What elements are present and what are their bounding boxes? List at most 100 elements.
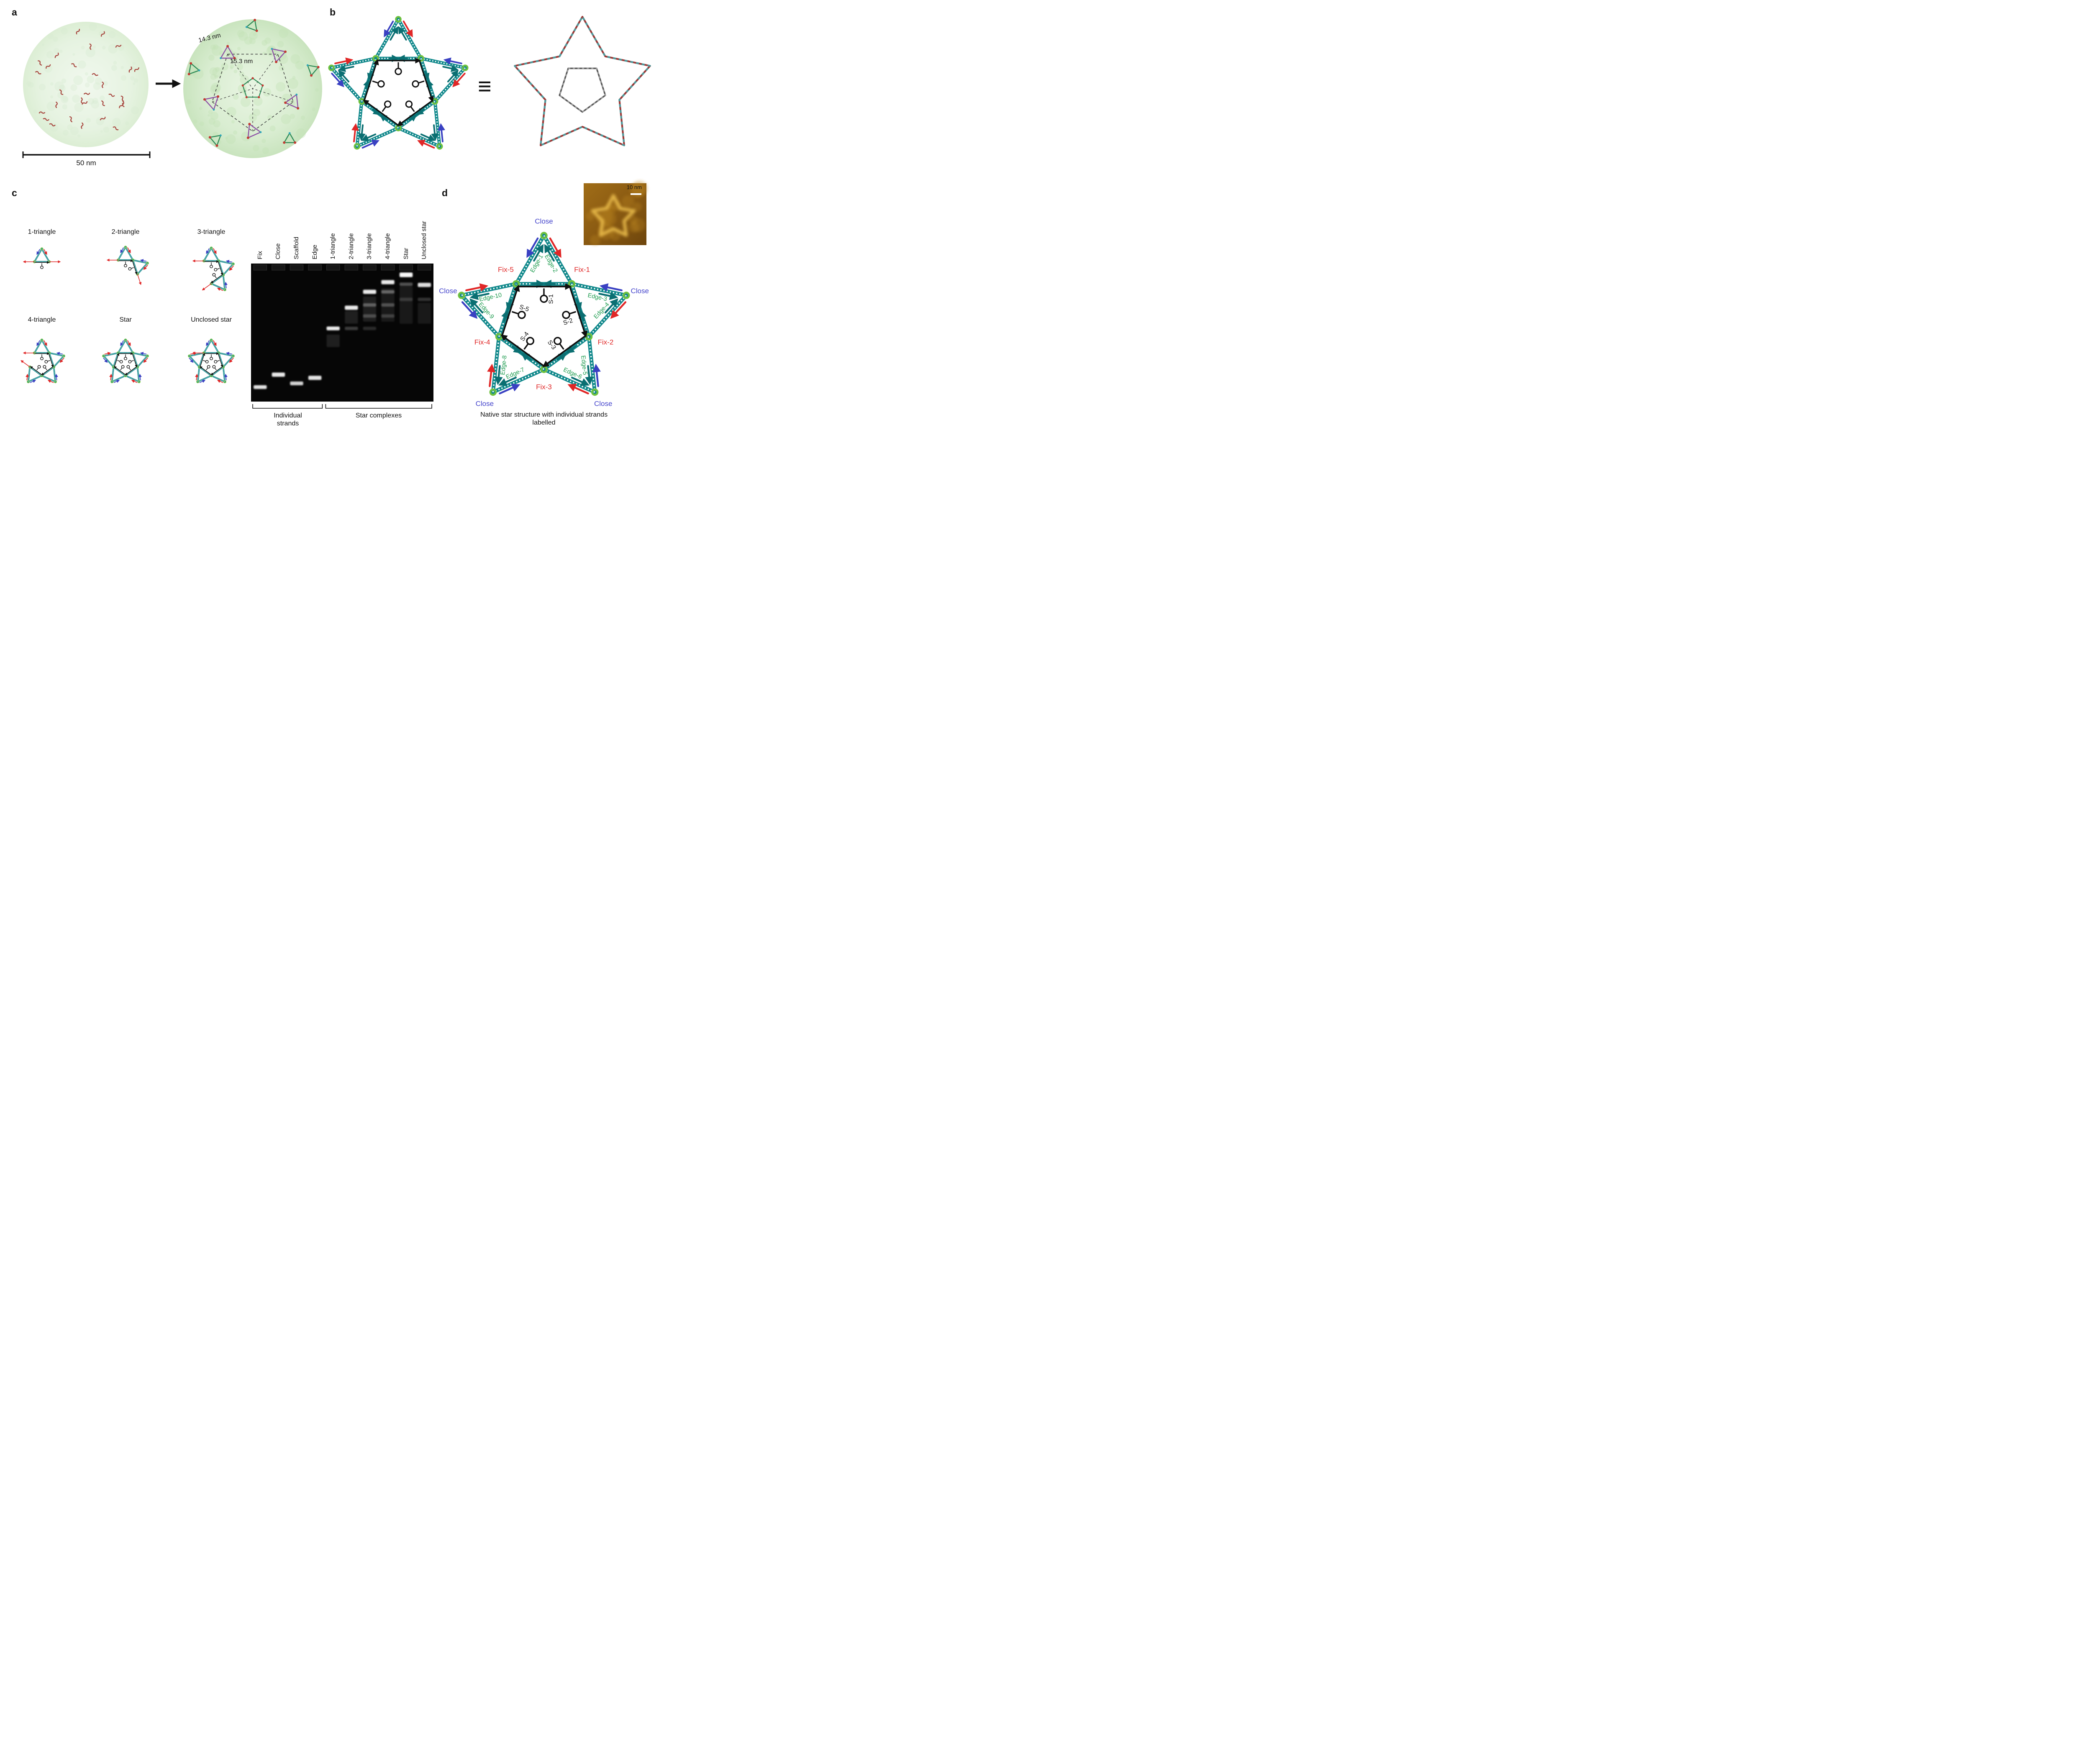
fix-label: Fix-4 bbox=[474, 338, 490, 346]
gel-band bbox=[326, 334, 340, 347]
gel-band bbox=[399, 272, 413, 277]
structure-label: Star bbox=[119, 316, 132, 323]
structure-diagram bbox=[102, 338, 149, 383]
gel-lane-label: Fix bbox=[256, 251, 264, 259]
gel-well bbox=[399, 264, 413, 271]
gel-band bbox=[345, 305, 358, 310]
edge-label: Edge-5 bbox=[579, 355, 588, 375]
structure-diagram bbox=[192, 246, 235, 291]
fix-label: Fix-2 bbox=[598, 338, 614, 346]
gel-band bbox=[363, 289, 377, 294]
panel-a-art bbox=[22, 18, 322, 158]
scaffold-label: S-5 bbox=[518, 303, 530, 313]
scaffold-label: S-1 bbox=[548, 294, 555, 304]
gel-lane-label: Edge bbox=[311, 244, 318, 259]
panel-d-label: d bbox=[442, 187, 448, 198]
structure-label: Unclosed star bbox=[191, 316, 232, 323]
gel-lane-label: Close bbox=[274, 243, 282, 259]
structure-label: 3-triangle bbox=[197, 228, 226, 236]
equivalence-symbol: ≡ bbox=[478, 73, 492, 99]
structure-diagram bbox=[188, 338, 235, 383]
gel-band bbox=[399, 286, 413, 324]
condensate-droplet bbox=[23, 22, 149, 147]
gel-band bbox=[418, 283, 431, 287]
gel-band bbox=[399, 282, 413, 286]
fix-label: Fix-5 bbox=[498, 266, 514, 274]
panel-a-label: a bbox=[12, 7, 17, 18]
gel-band bbox=[272, 372, 285, 377]
structure-diagram bbox=[21, 338, 65, 383]
edge-label: Edge-3 bbox=[587, 292, 608, 302]
edge-label: Edge-8 bbox=[500, 355, 508, 375]
gel-well bbox=[272, 264, 285, 271]
gel-well bbox=[381, 264, 395, 271]
gel-well bbox=[344, 264, 358, 271]
close-label: Close bbox=[476, 400, 494, 408]
gel-band bbox=[308, 376, 322, 380]
fix-label: Fix-3 bbox=[536, 383, 552, 391]
gel-band bbox=[418, 302, 431, 324]
gel-group-brackets bbox=[252, 404, 432, 409]
star-strand-schematic bbox=[328, 16, 469, 150]
gel-well bbox=[363, 264, 377, 271]
gel-lane-label: 4-triangle bbox=[384, 233, 391, 259]
panel-c-label: c bbox=[12, 187, 17, 198]
panel-d-caption: Native star structure with individual st… bbox=[480, 411, 608, 427]
gel-band bbox=[345, 327, 358, 330]
panel-d-art: CloseCloseCloseCloseCloseFix-1Fix-2Fix-3… bbox=[439, 180, 649, 408]
structure-label: 2-triangle bbox=[111, 228, 140, 236]
gel-lane-label: Scaffold bbox=[293, 237, 300, 259]
star-labelled bbox=[458, 232, 630, 396]
structure-label: 1-triangle bbox=[28, 228, 56, 236]
gel-lane-label: Star bbox=[402, 248, 410, 259]
bracket-individual-strands bbox=[252, 404, 323, 409]
panel-b-art bbox=[328, 15, 651, 150]
measurement-label-large: 15.3 nm bbox=[230, 58, 253, 65]
gel-well bbox=[418, 264, 431, 271]
star-double-helix bbox=[514, 15, 651, 146]
edge-label: Edge-10 bbox=[479, 292, 502, 303]
gel-image bbox=[251, 264, 433, 402]
lattice-dashed-pentagon bbox=[212, 54, 294, 132]
close-label: Close bbox=[535, 218, 553, 225]
structure-diagram bbox=[106, 246, 149, 285]
gel-band bbox=[290, 381, 303, 385]
gel-well bbox=[253, 264, 267, 271]
gel-lane-label: 1-triangle bbox=[329, 233, 337, 259]
fix-label: Fix-1 bbox=[574, 266, 590, 274]
gel-well bbox=[326, 264, 340, 271]
gel-band bbox=[363, 296, 377, 322]
scale-bar-label: 50 nm bbox=[76, 159, 96, 167]
panel-c-art bbox=[21, 246, 433, 409]
gel-lane-label: Unclosed star bbox=[420, 221, 428, 259]
figure-artwork: CloseCloseCloseCloseCloseFix-1Fix-2Fix-3… bbox=[21, 15, 651, 409]
structure-diagram bbox=[23, 247, 61, 269]
gel-band bbox=[345, 311, 358, 324]
gel-group-complexes-label: Star complexes bbox=[355, 412, 402, 419]
gel-well bbox=[290, 264, 304, 271]
scaffold-label: S-2 bbox=[562, 317, 574, 327]
gel-band bbox=[381, 288, 395, 322]
close-label: Close bbox=[439, 287, 457, 295]
center-pentagon bbox=[242, 77, 264, 98]
gel-band bbox=[326, 326, 340, 330]
dispersed-strands bbox=[35, 28, 140, 131]
gel-band bbox=[418, 297, 431, 301]
structure-label: 4-triangle bbox=[28, 316, 56, 323]
panel-b-label: b bbox=[330, 7, 336, 18]
gel-lane-label: 2-triangle bbox=[347, 233, 355, 259]
gel-well bbox=[308, 264, 322, 271]
bracket-star-complexes bbox=[325, 404, 432, 409]
gel-lane-label: 3-triangle bbox=[366, 233, 373, 259]
gel-band bbox=[381, 280, 395, 284]
close-label: Close bbox=[631, 287, 649, 295]
afm-star-shape bbox=[591, 194, 636, 237]
afm-scale-label: 10 nm bbox=[626, 184, 642, 190]
gel-band bbox=[254, 385, 267, 389]
close-label: Close bbox=[594, 400, 612, 408]
gel-group-individual-label: Individual strands bbox=[274, 412, 302, 428]
gel-band bbox=[363, 327, 377, 330]
afm-scale-bar bbox=[631, 193, 641, 195]
afm-inset bbox=[584, 180, 648, 246]
